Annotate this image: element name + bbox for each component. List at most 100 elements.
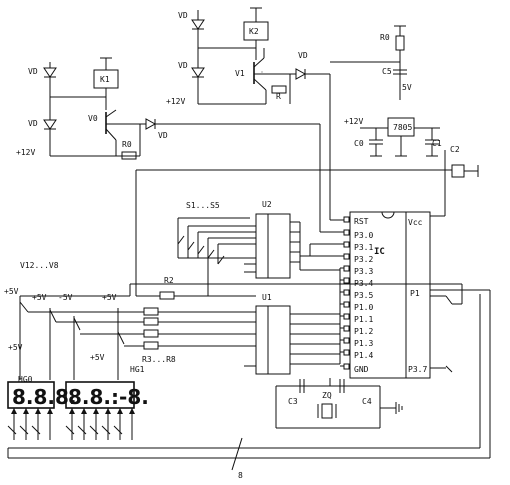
resistor-top <box>271 85 287 94</box>
label-plus5-e: +5V <box>8 343 23 352</box>
display-hg1-body <box>65 381 135 409</box>
label-relay-k2: K2 <box>249 27 259 36</box>
label-r3-r8: R3...R8 <box>142 355 176 364</box>
label-diode-left-1: VD <box>28 67 38 76</box>
label-plus12-left: +12V <box>16 148 35 157</box>
label-pin-p12: P1.2 <box>354 327 373 336</box>
diode-left-right <box>145 118 157 130</box>
label-pin-p10: P1.0 <box>354 303 373 312</box>
label-minus5: -5V <box>58 293 73 302</box>
r2-section: R2 <box>136 276 256 300</box>
microcontroller: IC P1 Vcc P3.7 RST P3.0 P3.1 P3.2 P3.3 P… <box>300 211 462 379</box>
resistor-r4 <box>143 317 159 326</box>
top-relay-driver: VD VD K2 V1 R VD +12V <box>166 7 331 220</box>
label-switches: S1...S5 <box>186 201 220 210</box>
label-transistors: V12...V8 <box>20 261 59 270</box>
label-pin-p30: P3.0 <box>354 231 373 240</box>
display-hg0-digits: 8.8.8. <box>12 385 77 409</box>
label-pin-p13: P1.3 <box>354 339 373 348</box>
transistor-v12 <box>19 301 29 313</box>
ic-top: U2 <box>244 200 340 279</box>
label-c4: C4 <box>362 397 372 406</box>
display-drivers: V12...V8 +5V +5V -5V +5V +5V +5V R3...R8 <box>4 261 463 380</box>
label-hg1: HG1 <box>130 365 145 374</box>
display-hg1-digits: 8.8.:-8. <box>68 385 149 409</box>
label-diode-top-right: VD <box>298 51 308 60</box>
ic-bottom-body <box>255 305 291 375</box>
mcu-body <box>349 211 431 379</box>
label-c5: C5 <box>382 67 392 76</box>
regulator-section: +12V 7805 C0 C1 <box>344 117 442 157</box>
display-hg1: HG1 8.8.:-8. <box>65 365 149 409</box>
left-relay-driver: VD VD K1 V0 R0 VD +12V <box>16 57 321 232</box>
capacitor-c2 <box>451 164 465 178</box>
ic-top-body <box>255 213 291 279</box>
label-pin-p35: P3.5 <box>354 291 373 300</box>
segment-lines <box>7 408 135 440</box>
label-plus5-a: +5V <box>4 287 19 296</box>
label-pin-gnd: GND <box>354 365 369 374</box>
label-plus5-topright: 5V <box>402 83 412 92</box>
ic-bottom: U1 <box>244 293 340 375</box>
crystal-zq <box>321 403 333 419</box>
switch-s5 <box>217 255 225 265</box>
switch-s4 <box>207 249 215 259</box>
label-diode-top-2: VD <box>178 61 188 70</box>
transistor-v10 <box>73 317 81 331</box>
diode-top-1 <box>191 19 205 30</box>
label-pin-p11: P1.1 <box>354 315 373 324</box>
resistor-r3 <box>143 307 159 316</box>
bus-slash <box>231 437 243 471</box>
label-pin-p14: P1.4 <box>354 351 373 360</box>
diode-left-1 <box>43 67 57 78</box>
label-bus: 8 <box>238 471 243 480</box>
label-pin-p31: P3.1 <box>354 243 373 252</box>
label-pin-rst: RST <box>354 217 369 226</box>
label-c0: C0 <box>354 139 364 148</box>
label-crystal: ZQ <box>322 391 332 400</box>
label-resistor-left: R0 <box>122 140 132 149</box>
label-pin-p32: P3.2 <box>354 255 373 264</box>
label-c1: C1 <box>432 139 442 148</box>
label-diode-left-2: VD <box>28 119 38 128</box>
label-c2: C2 <box>450 145 460 154</box>
label-pin-p33: P3.3 <box>354 267 373 276</box>
resistor-r2 <box>159 291 175 300</box>
display-hg0-body <box>7 381 55 409</box>
data-bus: 8 <box>7 289 491 480</box>
label-ic-bottom: U1 <box>262 293 272 302</box>
label-mcu: IC <box>374 247 385 257</box>
oscillator: C3 ZQ C4 <box>275 378 403 429</box>
label-mcu-ref: P1 <box>410 289 420 298</box>
switch-s3 <box>197 245 205 255</box>
label-transistor-v1: V1 <box>235 69 245 78</box>
label-resistor-top: R <box>276 92 281 101</box>
resistor-r6 <box>143 341 159 350</box>
label-c3: C3 <box>288 397 298 406</box>
label-plus5-d: +5V <box>90 353 105 362</box>
label-plus5-c: +5V <box>102 293 117 302</box>
mcu-pin-markers <box>343 216 350 370</box>
label-diode-left-right: VD <box>158 131 168 140</box>
diode-top-right <box>295 68 307 80</box>
label-hg0: HG0 <box>18 375 33 384</box>
switch-s1 <box>177 235 185 245</box>
label-regulator: 7805 <box>393 123 412 132</box>
diode-left-2 <box>43 119 57 130</box>
label-pin-p37: P3.7 <box>408 365 427 374</box>
label-r2: R2 <box>164 276 174 285</box>
label-pin-vcc: Vcc <box>408 218 423 227</box>
label-transistor-v0: V0 <box>88 114 98 123</box>
top-right-rc: R0 C5 5V <box>330 25 412 100</box>
switch-s2 <box>187 241 195 251</box>
resistor-r5 <box>143 329 159 338</box>
label-plus5-b: +5V <box>32 293 47 302</box>
c2-section: C2 <box>135 145 479 296</box>
label-plus12-reg: +12V <box>344 117 363 126</box>
label-relay-k1: K1 <box>100 75 110 84</box>
label-plus12-top: +12V <box>166 97 185 106</box>
label-diode-top-1: VD <box>178 11 188 20</box>
resistor-top-right <box>395 35 405 51</box>
label-resistor-top-right: R0 <box>380 33 390 42</box>
